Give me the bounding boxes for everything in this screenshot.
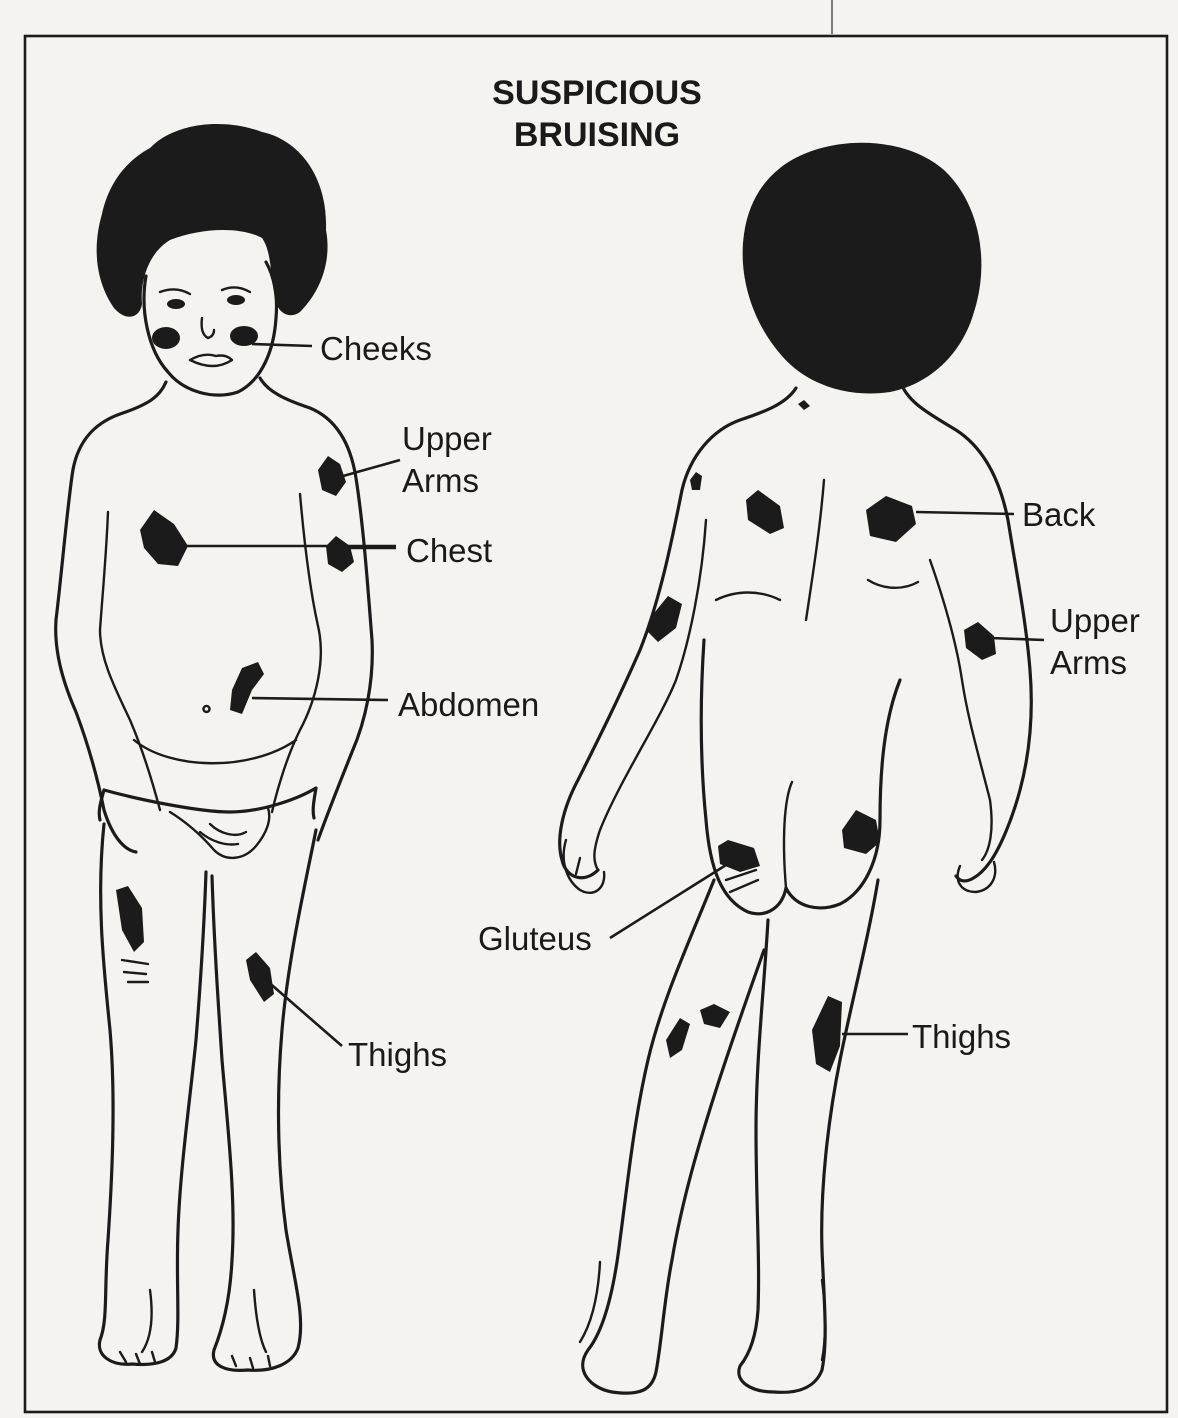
back-label-gluteus: Gluteus [478, 920, 592, 957]
front-label-abdomen: Abdomen [398, 686, 539, 723]
back-label-upper-arms-1: Upper [1050, 602, 1140, 639]
front-label-chest: Chest [406, 532, 492, 569]
front-eye-left [167, 299, 185, 309]
title-line-1: SUSPICIOUS [492, 74, 702, 112]
back-label-back: Back [1022, 496, 1096, 533]
front-eye-right [227, 295, 245, 305]
back-label-upper-arms-2: Arms [1050, 644, 1127, 681]
front-label-cheeks: Cheeks [320, 330, 432, 367]
title-line-2: BRUISING [514, 116, 680, 154]
front-label-upper-arms-1: Upper [402, 420, 492, 457]
front-label-thighs: Thighs [348, 1036, 447, 1073]
front-cheek-bruise-left [152, 327, 180, 349]
front-label-upper-arms-2: Arms [402, 462, 479, 499]
back-label-thighs: Thighs [912, 1018, 1011, 1055]
